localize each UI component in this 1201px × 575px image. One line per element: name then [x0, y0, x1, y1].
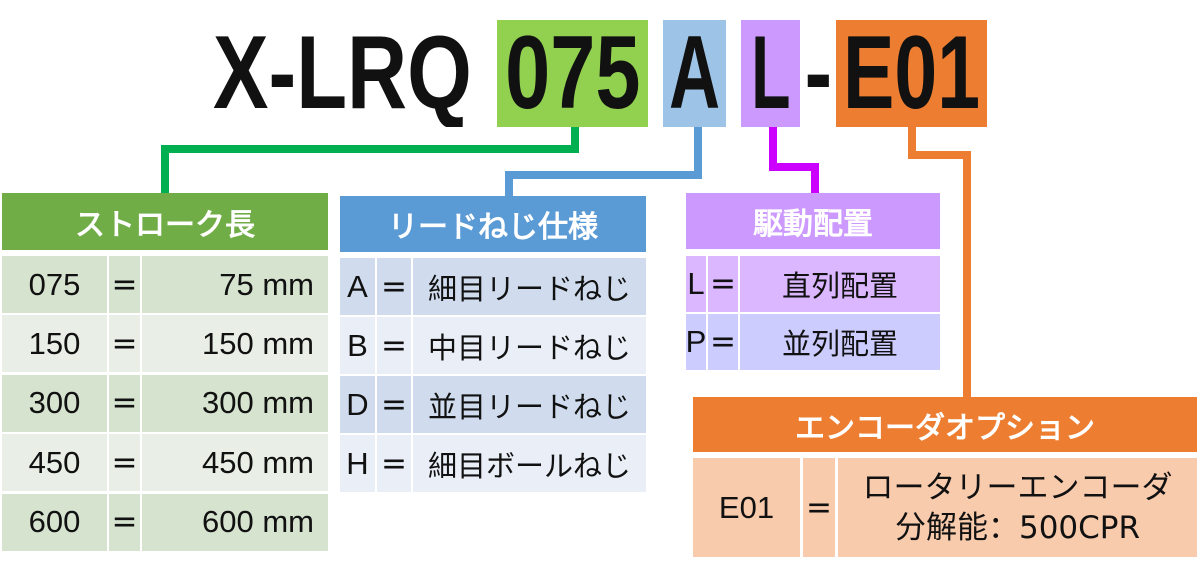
encoder-header: エンコーダオプション	[693, 397, 1197, 452]
stroke-eq: =	[109, 374, 140, 432]
stroke-value: 300 mm	[142, 374, 328, 432]
stroke-value: 150 mm	[142, 315, 328, 373]
lead-value: 中目リードねじ	[413, 317, 646, 374]
stroke-header: ストローク長	[2, 193, 328, 250]
stroke-code: 600	[2, 493, 107, 551]
lead-value: 細目リードねじ	[413, 258, 646, 315]
stroke-connector	[161, 127, 579, 193]
drive-code-box: L	[741, 20, 800, 127]
lead-value: 並目リードねじ	[413, 376, 646, 433]
lead-value: 細目ボールねじ	[413, 435, 646, 492]
stroke-code-box: 075	[497, 20, 648, 127]
stroke-eq: =	[109, 315, 140, 373]
lead-code-text: A	[668, 20, 721, 127]
stroke-eq: =	[109, 434, 140, 492]
encoder-connector	[908, 127, 971, 397]
encoder-code-text: E01	[843, 20, 980, 127]
lead-code-box: A	[663, 20, 726, 127]
lead-code: A	[340, 258, 375, 315]
lead-code: D	[340, 376, 375, 433]
lead-eq: =	[377, 435, 411, 492]
stroke-eq: =	[109, 493, 140, 551]
stroke-value: 75 mm	[142, 256, 328, 313]
stroke-code: 075	[2, 256, 107, 313]
lead-connector	[505, 127, 702, 197]
encoder-value-line1: ロータリーエンコーダ	[862, 469, 1173, 506]
stroke-value: 450 mm	[142, 434, 328, 492]
stroke-code: 450	[2, 434, 107, 492]
lead-eq: =	[377, 317, 411, 374]
drive-eq: =	[708, 314, 738, 370]
drive-code-text: L	[750, 20, 791, 127]
drive-code: L	[686, 256, 706, 312]
stroke-code-text: 075	[504, 20, 641, 127]
encoder-value-line2: 分解能：500CPR	[894, 509, 1141, 546]
drive-value: 直列配置	[740, 256, 940, 312]
lead-code: H	[340, 435, 375, 492]
drive-connector	[769, 127, 819, 193]
lead-header: リードねじ仕様	[340, 196, 646, 252]
encoder-eq: =	[803, 458, 835, 557]
stroke-code: 300	[2, 374, 107, 432]
drive-code: P	[686, 314, 706, 370]
drive-value: 並列配置	[740, 314, 940, 370]
drive-eq: =	[708, 256, 738, 312]
dash: -	[801, 20, 836, 127]
model-prefix: X-LRQ	[205, 20, 485, 127]
encoder-code-box: E01	[836, 20, 987, 127]
lead-code: B	[340, 317, 375, 374]
encoder-code: E01	[693, 458, 800, 557]
dash-text: -	[804, 20, 833, 127]
drive-header: 駆動配置	[686, 193, 940, 249]
lead-eq: =	[377, 376, 411, 433]
lead-eq: =	[377, 258, 411, 315]
stroke-value: 600 mm	[142, 493, 328, 551]
model-prefix-text: X-LRQ	[213, 20, 472, 127]
stroke-code: 150	[2, 315, 107, 373]
stroke-eq: =	[109, 256, 140, 313]
encoder-value: ロータリーエンコーダ 分解能：500CPR	[838, 458, 1197, 557]
